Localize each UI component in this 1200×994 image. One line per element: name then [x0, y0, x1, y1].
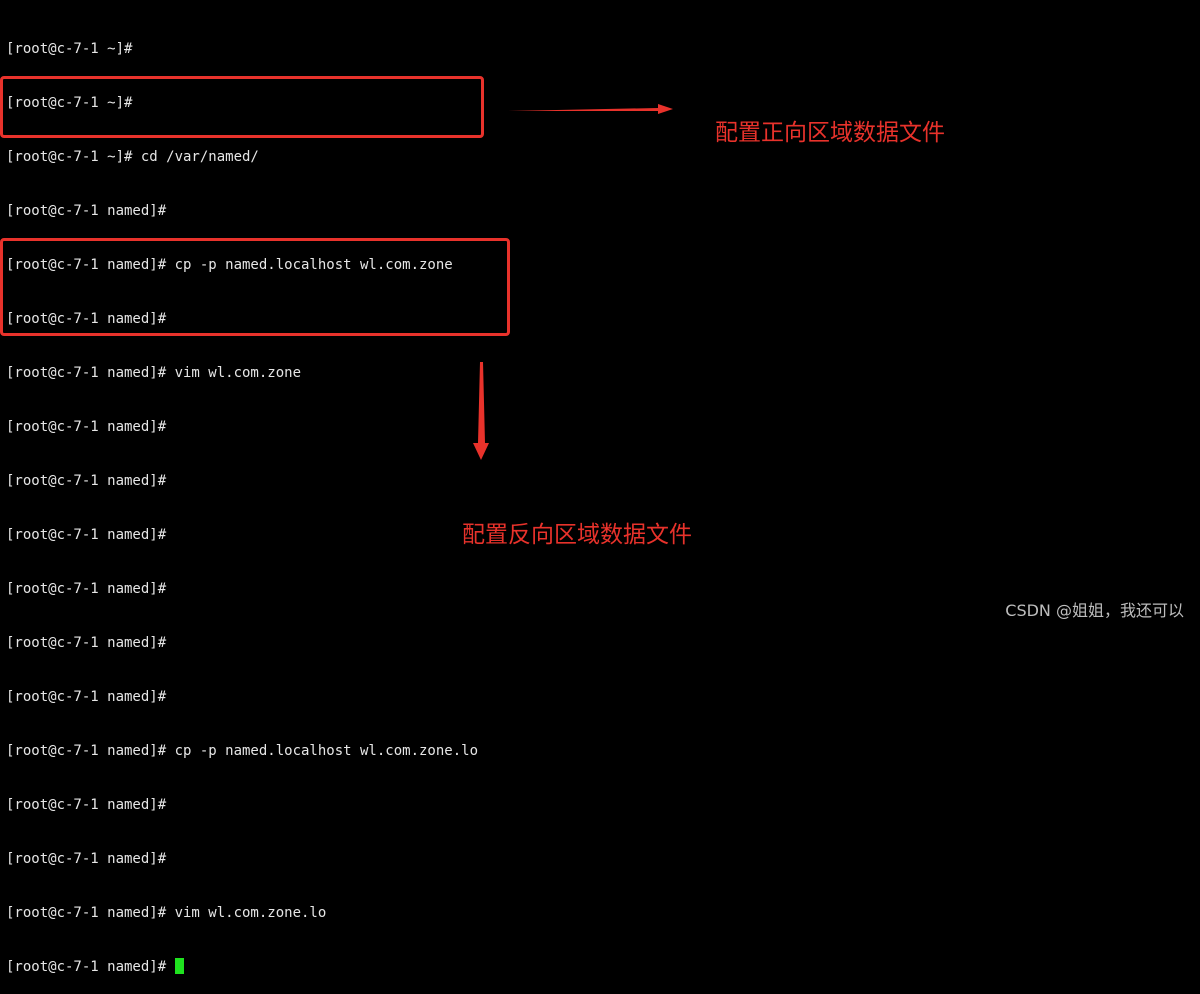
- forward-zone-label: 配置正向区域数据文件: [715, 120, 945, 146]
- terminal-line: [root@c-7-1 named]# cp -p named.localhos…: [6, 743, 479, 759]
- terminal-line: [root@c-7-1 named]#: [6, 419, 167, 435]
- terminal-line: [root@c-7-1 ~]#: [6, 41, 133, 57]
- terminal-line: [root@c-7-1 named]#: [6, 635, 167, 651]
- reverse-zone-label: 配置反向区域数据文件: [462, 522, 692, 548]
- prompt-text: [root@c-7-1 named]#: [6, 959, 175, 975]
- watermark: CSDN @姐姐，我还可以: [1005, 601, 1184, 620]
- terminal-prompt-line: [root@c-7-1 named]#: [6, 958, 478, 976]
- highlight-box-reverse: [0, 238, 510, 336]
- terminal-line: [root@c-7-1 named]# vim wl.com.zone: [6, 365, 302, 381]
- terminal-line: [root@c-7-1 named]#: [6, 311, 167, 327]
- terminal-line: [root@c-7-1 named]#: [6, 851, 167, 867]
- terminal-line: [root@c-7-1 named]# cp -p named.localhos…: [6, 257, 453, 273]
- terminal-line: [root@c-7-1 ~]#: [6, 95, 133, 111]
- terminal-line: [root@c-7-1 named]#: [6, 527, 167, 543]
- highlight-box-forward: [0, 76, 484, 138]
- annotation-arrows: [473, 104, 673, 460]
- terminal-line: [root@c-7-1 named]#: [6, 689, 167, 705]
- arrow-right-icon: [507, 104, 673, 114]
- terminal-cursor: [174, 958, 184, 974]
- terminal-line: [root@c-7-1 named]# vim wl.com.zone.lo: [6, 905, 327, 921]
- terminal-line: [root@c-7-1 named]#: [6, 203, 167, 219]
- terminal-line: [root@c-7-1 named]#: [6, 473, 167, 489]
- arrow-down-icon: [473, 362, 489, 460]
- terminal-line: [root@c-7-1 named]#: [6, 797, 167, 813]
- terminal-line: [root@c-7-1 ~]# cd /var/named/: [6, 149, 259, 165]
- terminal-line: [root@c-7-1 named]#: [6, 581, 167, 597]
